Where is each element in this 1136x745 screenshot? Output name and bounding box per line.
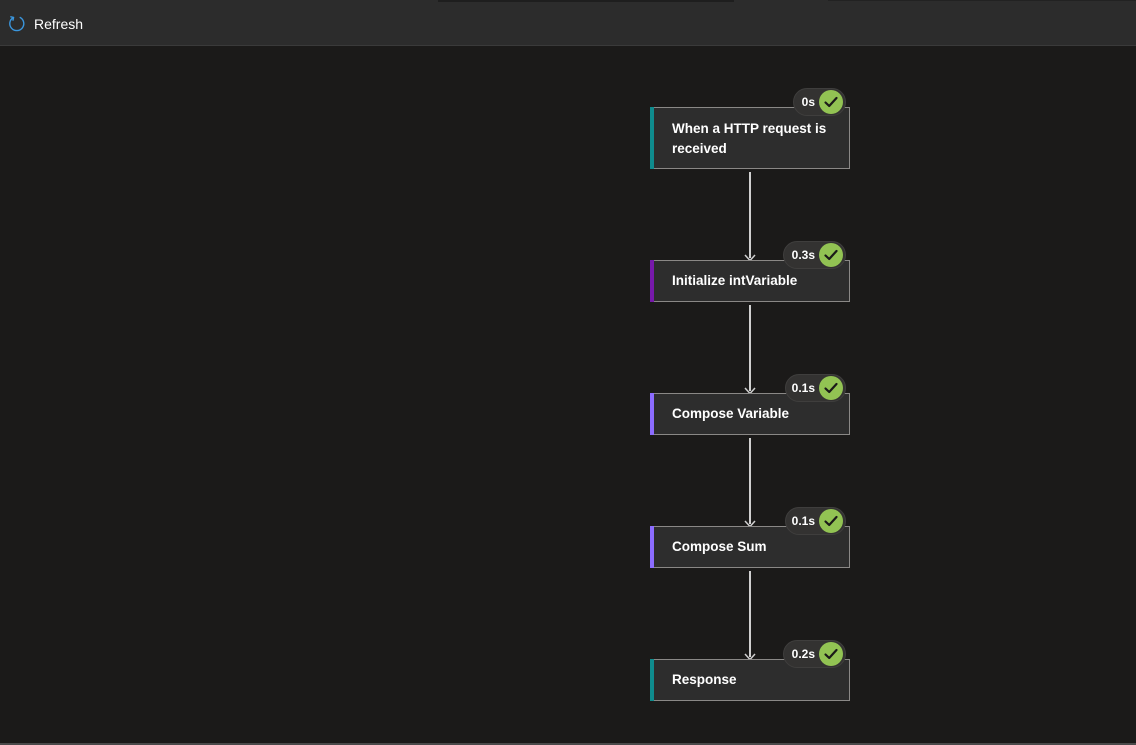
checkmark-icon xyxy=(819,376,843,400)
step-duration: 0s xyxy=(801,95,815,109)
designer-canvas[interactable] xyxy=(0,46,1136,743)
toolbar-divider xyxy=(438,0,734,2)
step-accent-bar xyxy=(650,526,654,568)
step-duration: 0.1s xyxy=(791,514,815,528)
run-status-badge: 0.2s xyxy=(783,640,846,668)
workflow-step-http-trigger[interactable]: When a HTTP request is received xyxy=(650,107,850,169)
checkmark-icon xyxy=(819,509,843,533)
connector-line xyxy=(749,305,751,391)
refresh-label: Refresh xyxy=(34,16,84,32)
run-status-badge: 0s xyxy=(793,88,846,116)
refresh-button[interactable]: Refresh xyxy=(8,12,83,36)
step-duration: 0.2s xyxy=(791,647,815,661)
step-duration: 0.1s xyxy=(791,381,815,395)
run-status-badge: 0.1s xyxy=(785,374,846,402)
step-accent-bar xyxy=(650,659,654,701)
step-title: Compose Sum xyxy=(672,539,767,554)
step-accent-bar xyxy=(650,107,654,169)
step-title: Compose Variable xyxy=(672,406,790,421)
step-title: Response xyxy=(672,672,737,687)
checkmark-icon xyxy=(819,642,843,666)
connector-line xyxy=(749,571,751,657)
step-duration: 0.3s xyxy=(791,248,815,262)
connector-line xyxy=(749,172,751,258)
step-accent-bar xyxy=(650,393,654,435)
toolbar: Refresh xyxy=(0,0,1136,46)
toolbar-divider xyxy=(828,0,1136,1)
canvas-bottom-border xyxy=(0,743,1136,745)
step-accent-bar xyxy=(650,260,654,302)
refresh-icon xyxy=(8,15,26,33)
step-title: Initialize intVariable xyxy=(672,273,798,288)
run-status-badge: 0.1s xyxy=(785,507,846,535)
checkmark-icon xyxy=(819,90,843,114)
step-title: When a HTTP request is received xyxy=(672,121,827,156)
connector-line xyxy=(749,438,751,524)
checkmark-icon xyxy=(819,243,843,267)
run-status-badge: 0.3s xyxy=(783,241,846,269)
